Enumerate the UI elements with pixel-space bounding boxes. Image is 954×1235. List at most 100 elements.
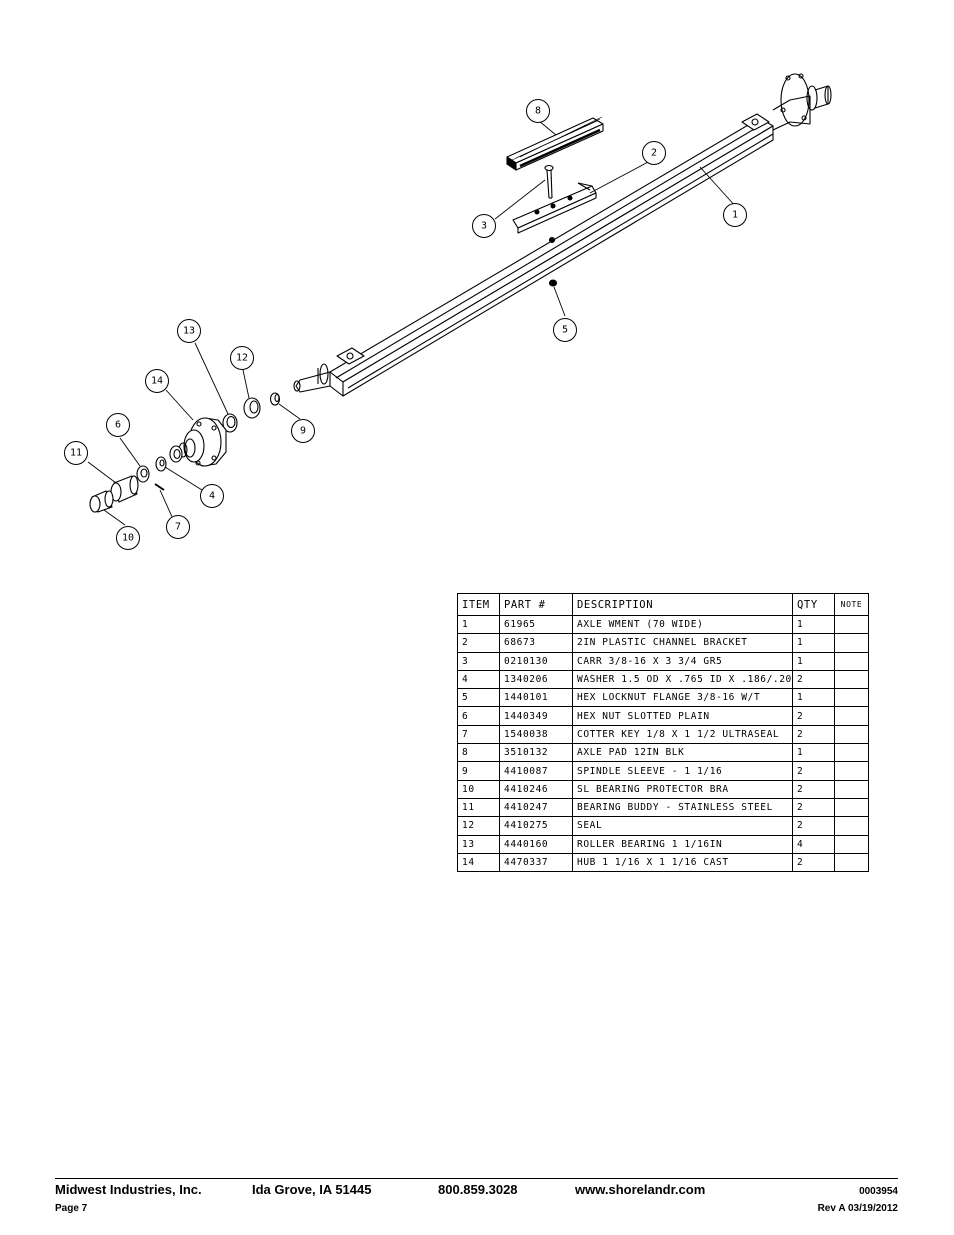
cell-qty: 2 (792, 724, 835, 745)
header-qty: QTY (792, 593, 835, 616)
cell-description: 2IN PLASTIC CHANNEL BRACKET (572, 633, 793, 653)
callout-4: 4 (200, 484, 224, 508)
footer-phone: 800.859.3028 (438, 1182, 518, 1197)
callout-14: 14 (145, 369, 169, 393)
cell-description: SL BEARING PROTECTOR BRA (572, 779, 793, 799)
roller-bearing-inner-drawing (222, 413, 238, 433)
cell-description: AXLE WMENT (70 WIDE) (572, 614, 793, 635)
cell-qty: 2 (792, 706, 835, 726)
cell-part-number: 4440160 (499, 834, 573, 854)
hub-drawing (178, 417, 227, 467)
cell-note (834, 761, 869, 781)
callout-7: 7 (166, 515, 190, 539)
cell-item: 1 (457, 614, 500, 635)
cell-qty: 2 (792, 797, 835, 818)
header-part-number: PART # (499, 593, 573, 616)
cell-description: SEAL (572, 816, 793, 836)
cell-qty: 2 (792, 761, 835, 781)
svg-text:7: 7 (175, 522, 181, 533)
locknut-drawing (548, 279, 558, 287)
cell-item: 4 (457, 669, 500, 690)
cell-item: 3 (457, 651, 500, 671)
cell-item: 13 (457, 834, 500, 854)
cell-part-number: 61965 (499, 614, 573, 635)
svg-text:8: 8 (535, 106, 541, 117)
bearing-protector-drawing (89, 490, 114, 513)
callout-11: 11 (64, 441, 88, 465)
cell-qty: 2 (792, 816, 835, 836)
svg-text:3: 3 (481, 221, 487, 232)
svg-text:6: 6 (115, 420, 121, 431)
bearing-buddy-drawing (110, 475, 139, 503)
header-description: DESCRIPTION (572, 593, 793, 616)
cell-item: 6 (457, 706, 500, 726)
roller-bearing-outer-drawing (169, 445, 183, 463)
channel-bracket-drawing (512, 182, 597, 234)
cell-item: 11 (457, 797, 500, 818)
axle-beam-drawing (293, 73, 832, 397)
cell-item: 7 (457, 724, 500, 745)
svg-text:9: 9 (300, 426, 306, 437)
cell-part-number: 4470337 (499, 852, 573, 873)
svg-text:4: 4 (209, 491, 215, 502)
cell-description: WASHER 1.5 OD X .765 ID X .186/.206 (572, 669, 793, 690)
svg-text:13: 13 (183, 326, 195, 337)
cell-qty: 1 (792, 614, 835, 635)
cell-note (834, 816, 869, 836)
cell-description: HEX LOCKNUT FLANGE 3/8-16 W/T (572, 688, 793, 708)
footer-company: Midwest Industries, Inc. (55, 1182, 202, 1197)
cell-part-number: 1540038 (499, 724, 573, 745)
cell-qty: 1 (792, 688, 835, 708)
carriage-bolt-drawing (544, 164, 554, 199)
footer-revision: Rev A 03/19/2012 (817, 1203, 898, 1214)
cell-description: ROLLER BEARING 1 1/16IN (572, 834, 793, 854)
cell-note (834, 834, 869, 854)
cell-note (834, 651, 869, 671)
cell-item: 12 (457, 816, 500, 836)
cell-description: HUB 1 1/16 X 1 1/16 CAST (572, 852, 793, 873)
cell-part-number: 4410275 (499, 816, 573, 836)
cell-part-number: 68673 (499, 633, 573, 653)
cell-part-number: 4410087 (499, 761, 573, 781)
cell-description: AXLE PAD 12IN BLK (572, 743, 793, 763)
cell-part-number: 0210130 (499, 651, 573, 671)
callout-3: 3 (472, 214, 496, 238)
callout-2: 2 (642, 141, 666, 165)
cell-note (834, 688, 869, 708)
table-header-row: ITEM PART # DESCRIPTION QTY NOTE (457, 593, 869, 616)
callout-5: 5 (553, 318, 577, 342)
axle-pad-drawing (506, 116, 604, 171)
svg-text:2: 2 (651, 148, 657, 159)
cell-note (834, 669, 869, 690)
header-note: NOTE (834, 593, 869, 616)
cell-part-number: 3510132 (499, 743, 573, 763)
footer-location: Ida Grove, IA 51445 (252, 1182, 372, 1197)
cell-part-number: 4410246 (499, 779, 573, 799)
cell-part-number: 1440101 (499, 688, 573, 708)
cell-note (834, 724, 869, 745)
footer-website: www.shorelandr.com (575, 1182, 706, 1197)
cell-description: BEARING BUDDY - STAINLESS STEEL (572, 797, 793, 818)
cotter-key-drawing (154, 483, 165, 491)
cell-item: 14 (457, 852, 500, 873)
cell-note (834, 797, 869, 818)
callout-8: 8 (526, 99, 550, 123)
cell-note (834, 779, 869, 799)
leader-lines (87, 120, 738, 526)
cell-note (834, 633, 869, 653)
callout-10: 10 (116, 526, 140, 550)
svg-text:5: 5 (562, 325, 568, 336)
cell-part-number: 1440349 (499, 706, 573, 726)
cell-description: HEX NUT SLOTTED PLAIN (572, 706, 793, 726)
callout-12: 12 (230, 346, 254, 370)
